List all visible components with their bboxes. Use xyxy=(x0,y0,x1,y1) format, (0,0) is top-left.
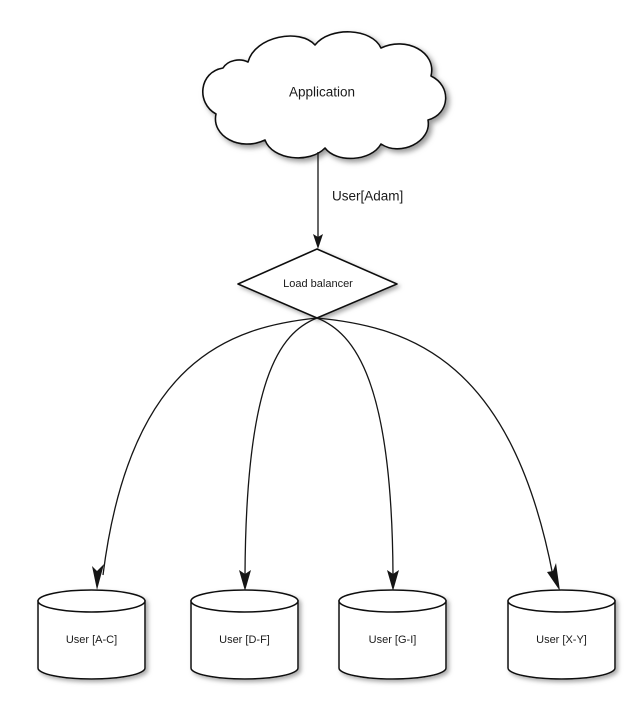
application-cloud-label: Application xyxy=(289,85,355,100)
node-database-4[interactable]: User [X-Y] xyxy=(507,589,616,680)
edge-balancer-to-db-4 xyxy=(316,317,560,591)
database-1-top xyxy=(37,589,146,613)
database-2-body xyxy=(190,600,299,680)
edge-curve-db-1 xyxy=(102,317,318,576)
node-database-3[interactable]: User [G-I] xyxy=(338,589,447,680)
edge-label-user-adam: User[Adam] xyxy=(332,189,403,204)
edge-balancer-to-db-3 xyxy=(316,317,399,591)
node-load-balancer[interactable]: Load balancer xyxy=(237,248,398,319)
database-1-label: User [A-C] xyxy=(66,634,117,646)
database-1-body xyxy=(37,600,146,680)
database-4-body xyxy=(507,600,616,680)
arrowhead-to-balancer xyxy=(313,234,323,249)
database-4-top xyxy=(507,589,616,613)
node-application-cloud[interactable]: Application xyxy=(201,31,447,160)
arrowhead-db-2 xyxy=(239,570,251,591)
database-4-label: User [X-Y] xyxy=(536,634,587,646)
database-3-body xyxy=(338,600,447,680)
edge-balancer-to-db-1 xyxy=(92,317,318,590)
edge-balancer-to-db-2 xyxy=(239,317,318,591)
arrowhead-db-3 xyxy=(387,570,399,591)
node-database-1[interactable]: User [A-C] xyxy=(37,589,146,680)
arrowhead-db-1 xyxy=(92,564,104,590)
edge-curve-db-2 xyxy=(244,317,318,576)
database-2-label: User [D-F] xyxy=(219,634,270,646)
database-3-top xyxy=(338,589,447,613)
edge-application-to-balancer xyxy=(313,152,323,249)
node-database-2[interactable]: User [D-F] xyxy=(190,589,299,680)
arrowhead-db-4 xyxy=(547,563,560,591)
database-3-label: User [G-I] xyxy=(369,634,417,646)
edge-curve-db-3 xyxy=(316,317,394,576)
database-2-top xyxy=(190,589,299,613)
load-balancer-label: Load balancer xyxy=(283,278,353,290)
edge-curve-db-4 xyxy=(316,317,554,577)
